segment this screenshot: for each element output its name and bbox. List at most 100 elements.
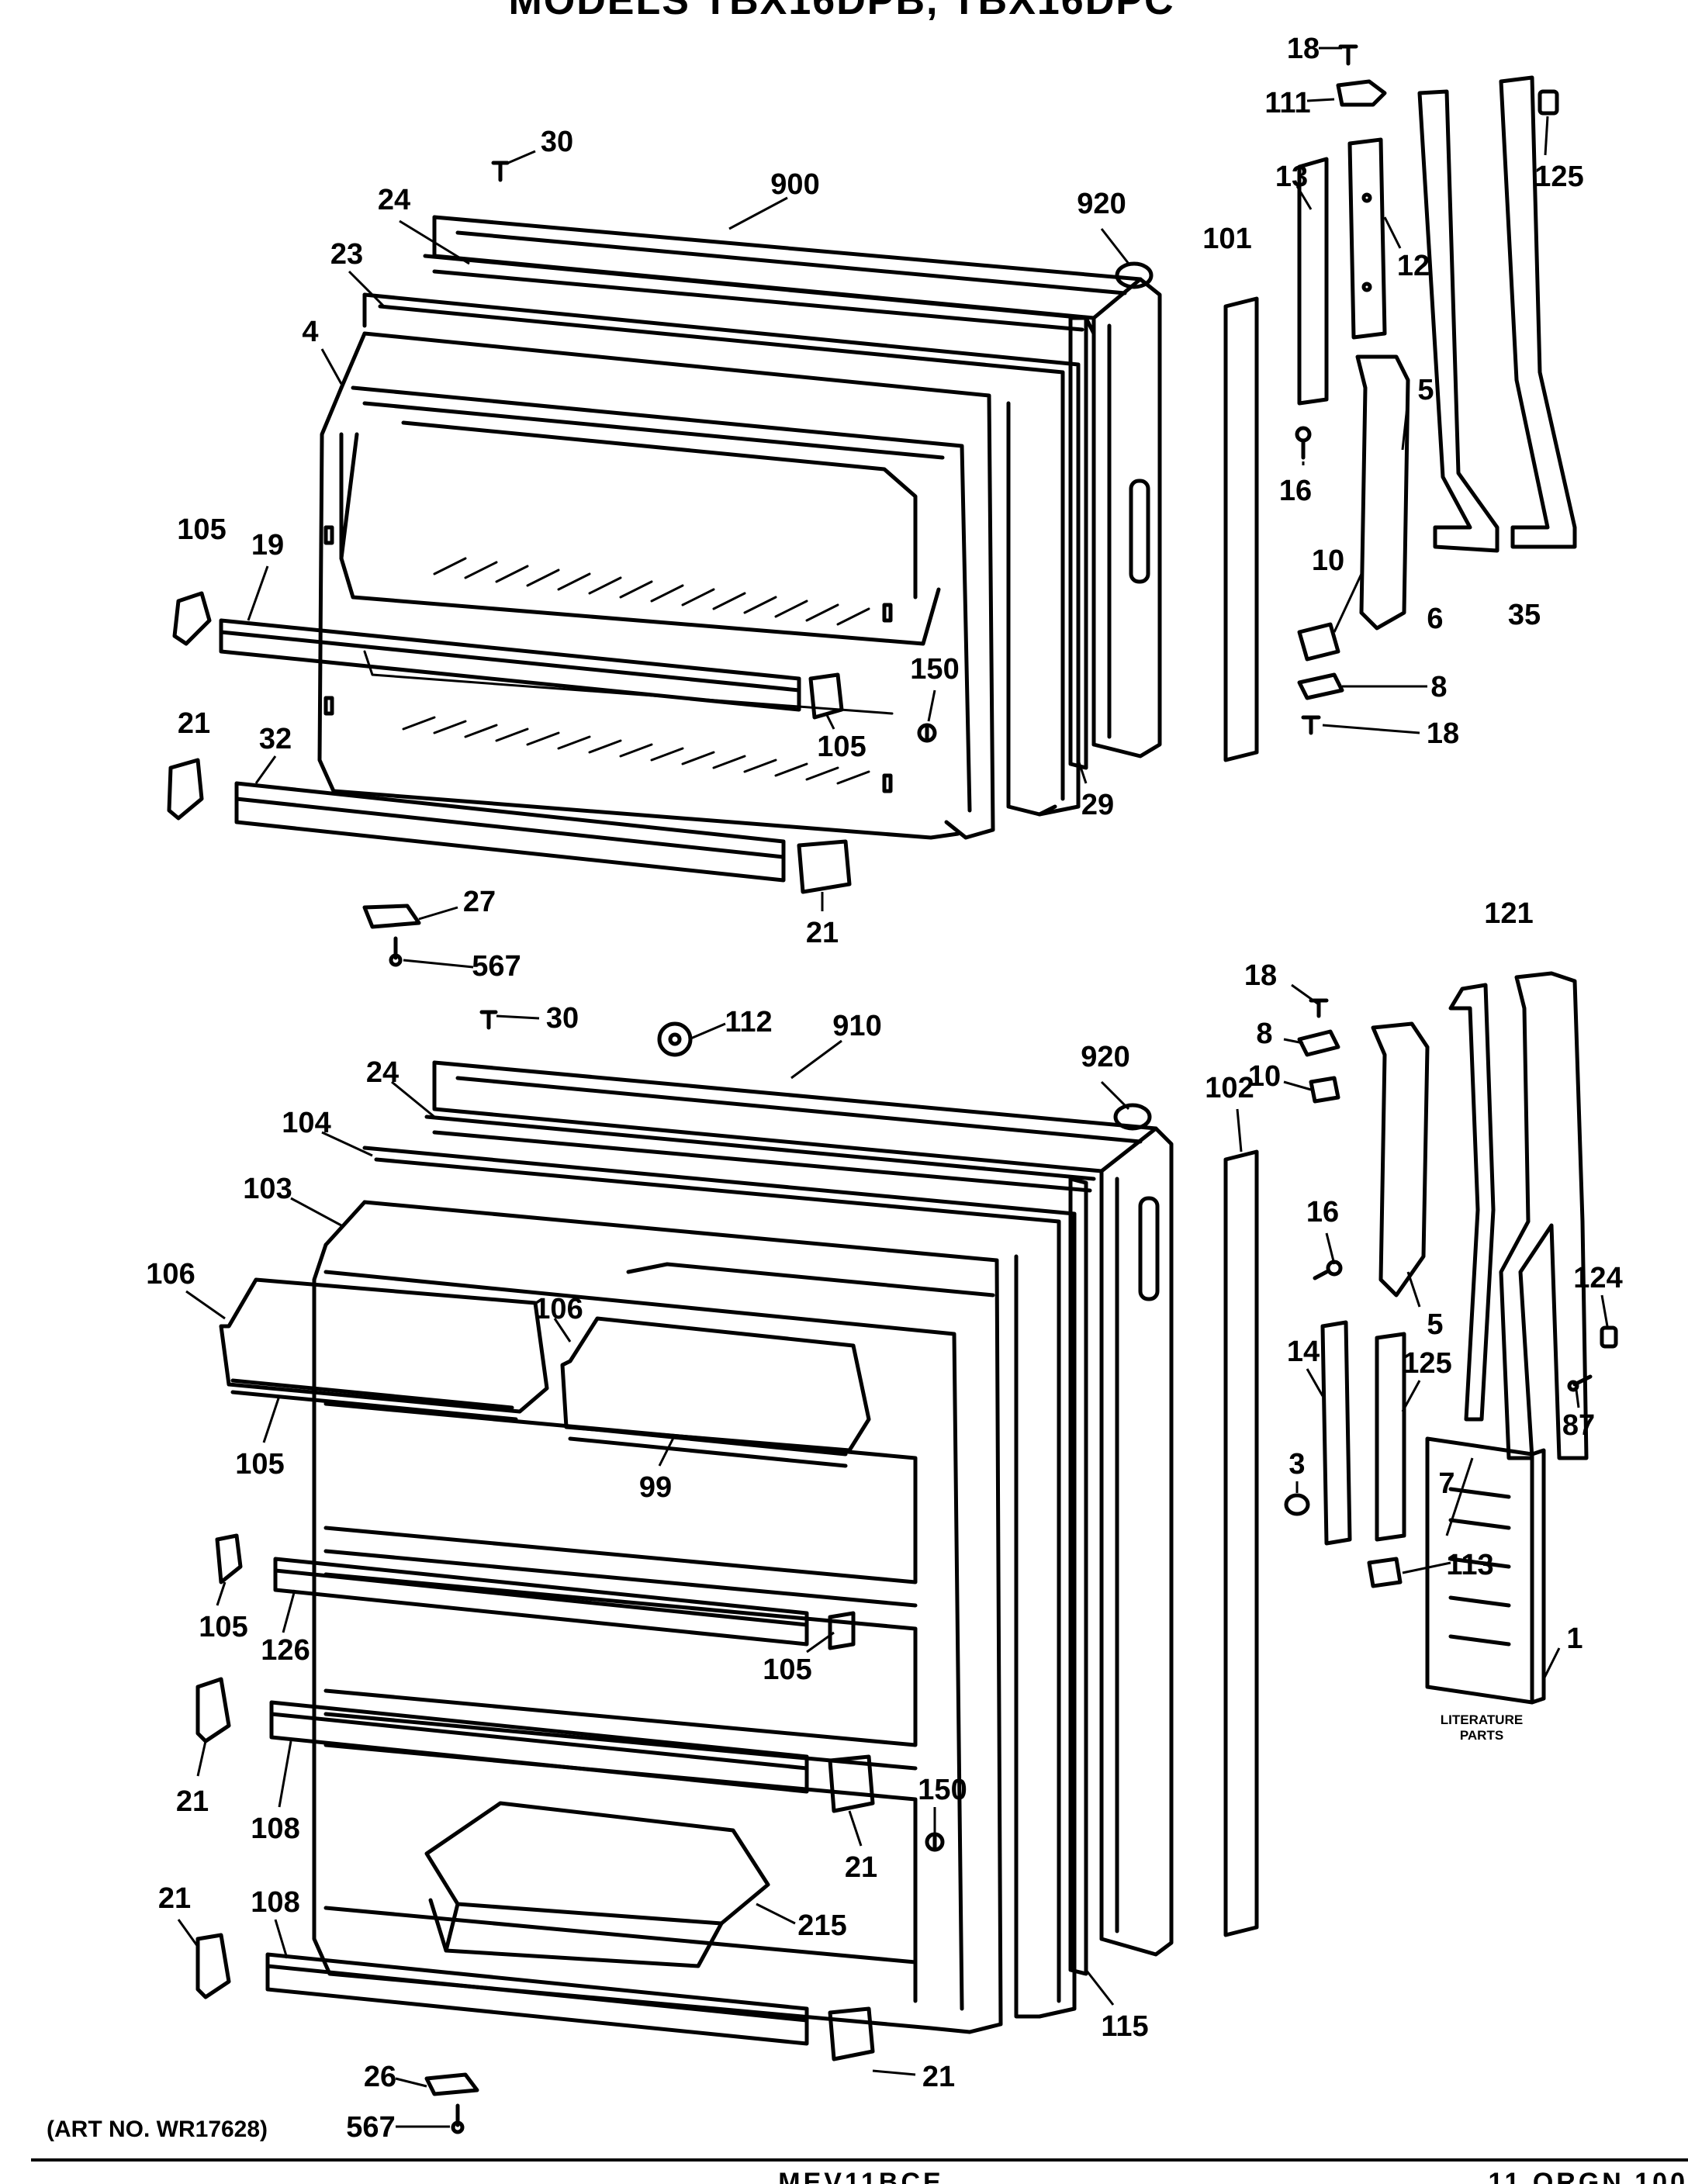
- cover-12: [1347, 137, 1387, 340]
- callout: 23: [330, 238, 363, 271]
- callout: 24: [366, 1056, 399, 1089]
- screw-567-top: [389, 936, 403, 967]
- footer-right-code: 11 ORGN 100: [1488, 2168, 1688, 2184]
- bar-end-cap-21-c: [195, 1677, 231, 1743]
- handle-7: [1448, 983, 1496, 1422]
- callout: 115: [1101, 2010, 1148, 2043]
- door-shelf-106-right: [560, 1316, 871, 1468]
- callout: 21: [176, 1785, 209, 1818]
- callout: 26: [364, 2061, 396, 2093]
- freezer-door-liner-4: [317, 331, 995, 840]
- screw-16-b: [1313, 1260, 1343, 1280]
- literature-booklet-1: [1425, 1436, 1546, 1705]
- callout: 3: [1288, 1448, 1305, 1481]
- freezer-liner-shelf-ribs: [363, 557, 894, 785]
- callout: 14: [1287, 1336, 1320, 1368]
- callout: 567: [346, 2111, 395, 2144]
- cover-125: [1375, 1332, 1406, 1542]
- callout: 102: [1205, 1072, 1254, 1104]
- screw-18-c: [1309, 998, 1329, 1018]
- callout: 105: [177, 513, 226, 546]
- callout: 21: [806, 917, 839, 949]
- callout: 125: [1534, 161, 1583, 193]
- screw-150-top: [917, 723, 937, 743]
- door-shelf-106-left: [219, 1277, 549, 1422]
- cover-13: [1297, 157, 1329, 406]
- screw-18-b: [1301, 715, 1321, 735]
- callout: 900: [770, 168, 819, 201]
- callout: 7: [1438, 1467, 1455, 1500]
- callout: 108: [251, 1886, 299, 1919]
- callout: 105: [763, 1654, 811, 1686]
- screw-16-a: [1295, 426, 1312, 460]
- fresh-food-callouts: 121 18 30 112 910 8 920 102 10 24 104 10…: [146, 897, 1622, 2144]
- callout: 87: [1562, 1409, 1595, 1442]
- fresh-food-dike-24: [424, 1114, 1096, 1193]
- callout: 1: [1566, 1622, 1582, 1655]
- callout: 21: [922, 2061, 955, 2093]
- bar-end-cap-21-d: [828, 1754, 875, 1813]
- fresh-food-outer-door-910: [432, 1060, 1174, 1957]
- callout: 8: [1256, 1018, 1272, 1050]
- callout: 5: [1427, 1308, 1443, 1341]
- callout: 27: [463, 886, 496, 918]
- freezer-callouts: 18 111 125 30 900 920 24 13 12 101 23 4 …: [177, 33, 1583, 983]
- callout: 101: [1202, 223, 1251, 255]
- callout: 105: [817, 731, 866, 763]
- plug-124: [1600, 1325, 1618, 1349]
- callout: 30: [541, 126, 573, 158]
- bar-108-lower: [265, 1952, 809, 2046]
- callout: 10: [1248, 1060, 1281, 1093]
- diagram-title: MODELS TBX16DPB, TBX16DPC: [508, 0, 1174, 23]
- callout: 111: [1264, 87, 1310, 119]
- bar-108-upper: [269, 1700, 809, 1794]
- callout: 150: [918, 1774, 967, 1806]
- hinge-8-a: [1297, 672, 1344, 700]
- bar-end-cap-105-a: [172, 591, 212, 646]
- screw-30-top: [491, 161, 510, 182]
- callout: 6: [1427, 603, 1443, 635]
- fresh-food-gasket-104: [362, 1146, 1077, 2019]
- callout: 106: [534, 1293, 583, 1325]
- bar-end-cap-105-d: [828, 1611, 856, 1650]
- callout: 121: [1484, 897, 1533, 930]
- freezer-bar-19: [219, 618, 801, 712]
- callout: 108: [251, 1813, 299, 1845]
- cap-10-b: [1309, 1076, 1340, 1104]
- cover-14: [1320, 1320, 1352, 1546]
- callout: 29: [1081, 789, 1114, 821]
- plug-125-top: [1538, 89, 1559, 116]
- callout: 105: [199, 1611, 247, 1643]
- callout: 13: [1275, 161, 1308, 193]
- plug-920-top: [1115, 261, 1154, 289]
- callout: 10: [1312, 544, 1344, 577]
- handle-35: [1499, 75, 1577, 549]
- bar-end-cap-105-c: [215, 1533, 243, 1584]
- callout: 8: [1430, 671, 1447, 703]
- callout: 103: [243, 1173, 292, 1205]
- callout: 113: [1446, 1549, 1493, 1581]
- bin-215: [424, 1801, 770, 1968]
- hinge-bracket-5-bottom: [1371, 1021, 1430, 1298]
- strip-101: [1223, 296, 1259, 762]
- handle-6: [1417, 89, 1499, 553]
- callout: 920: [1077, 188, 1126, 220]
- callout: 18: [1287, 33, 1320, 65]
- freezer-bar-32: [234, 781, 786, 883]
- screw-87: [1567, 1374, 1593, 1392]
- callout: 567: [472, 950, 521, 983]
- callout: 21: [158, 1882, 191, 1915]
- callout: 124: [1573, 1262, 1622, 1294]
- callout: 32: [259, 723, 292, 755]
- callout: 104: [282, 1107, 330, 1139]
- art-number: (ART NO. WR17628): [47, 2117, 268, 2142]
- callout: 19: [251, 529, 284, 562]
- fresh-food-door-liner-103: [312, 1200, 1003, 2034]
- callout: 21: [178, 707, 210, 740]
- handle-121: [1499, 971, 1589, 1460]
- freezer-outer-door-900: [432, 215, 1162, 759]
- callout: 30: [546, 1002, 579, 1035]
- plate-26: [424, 2072, 479, 2096]
- bar-end-cap-21-e: [195, 1933, 231, 1999]
